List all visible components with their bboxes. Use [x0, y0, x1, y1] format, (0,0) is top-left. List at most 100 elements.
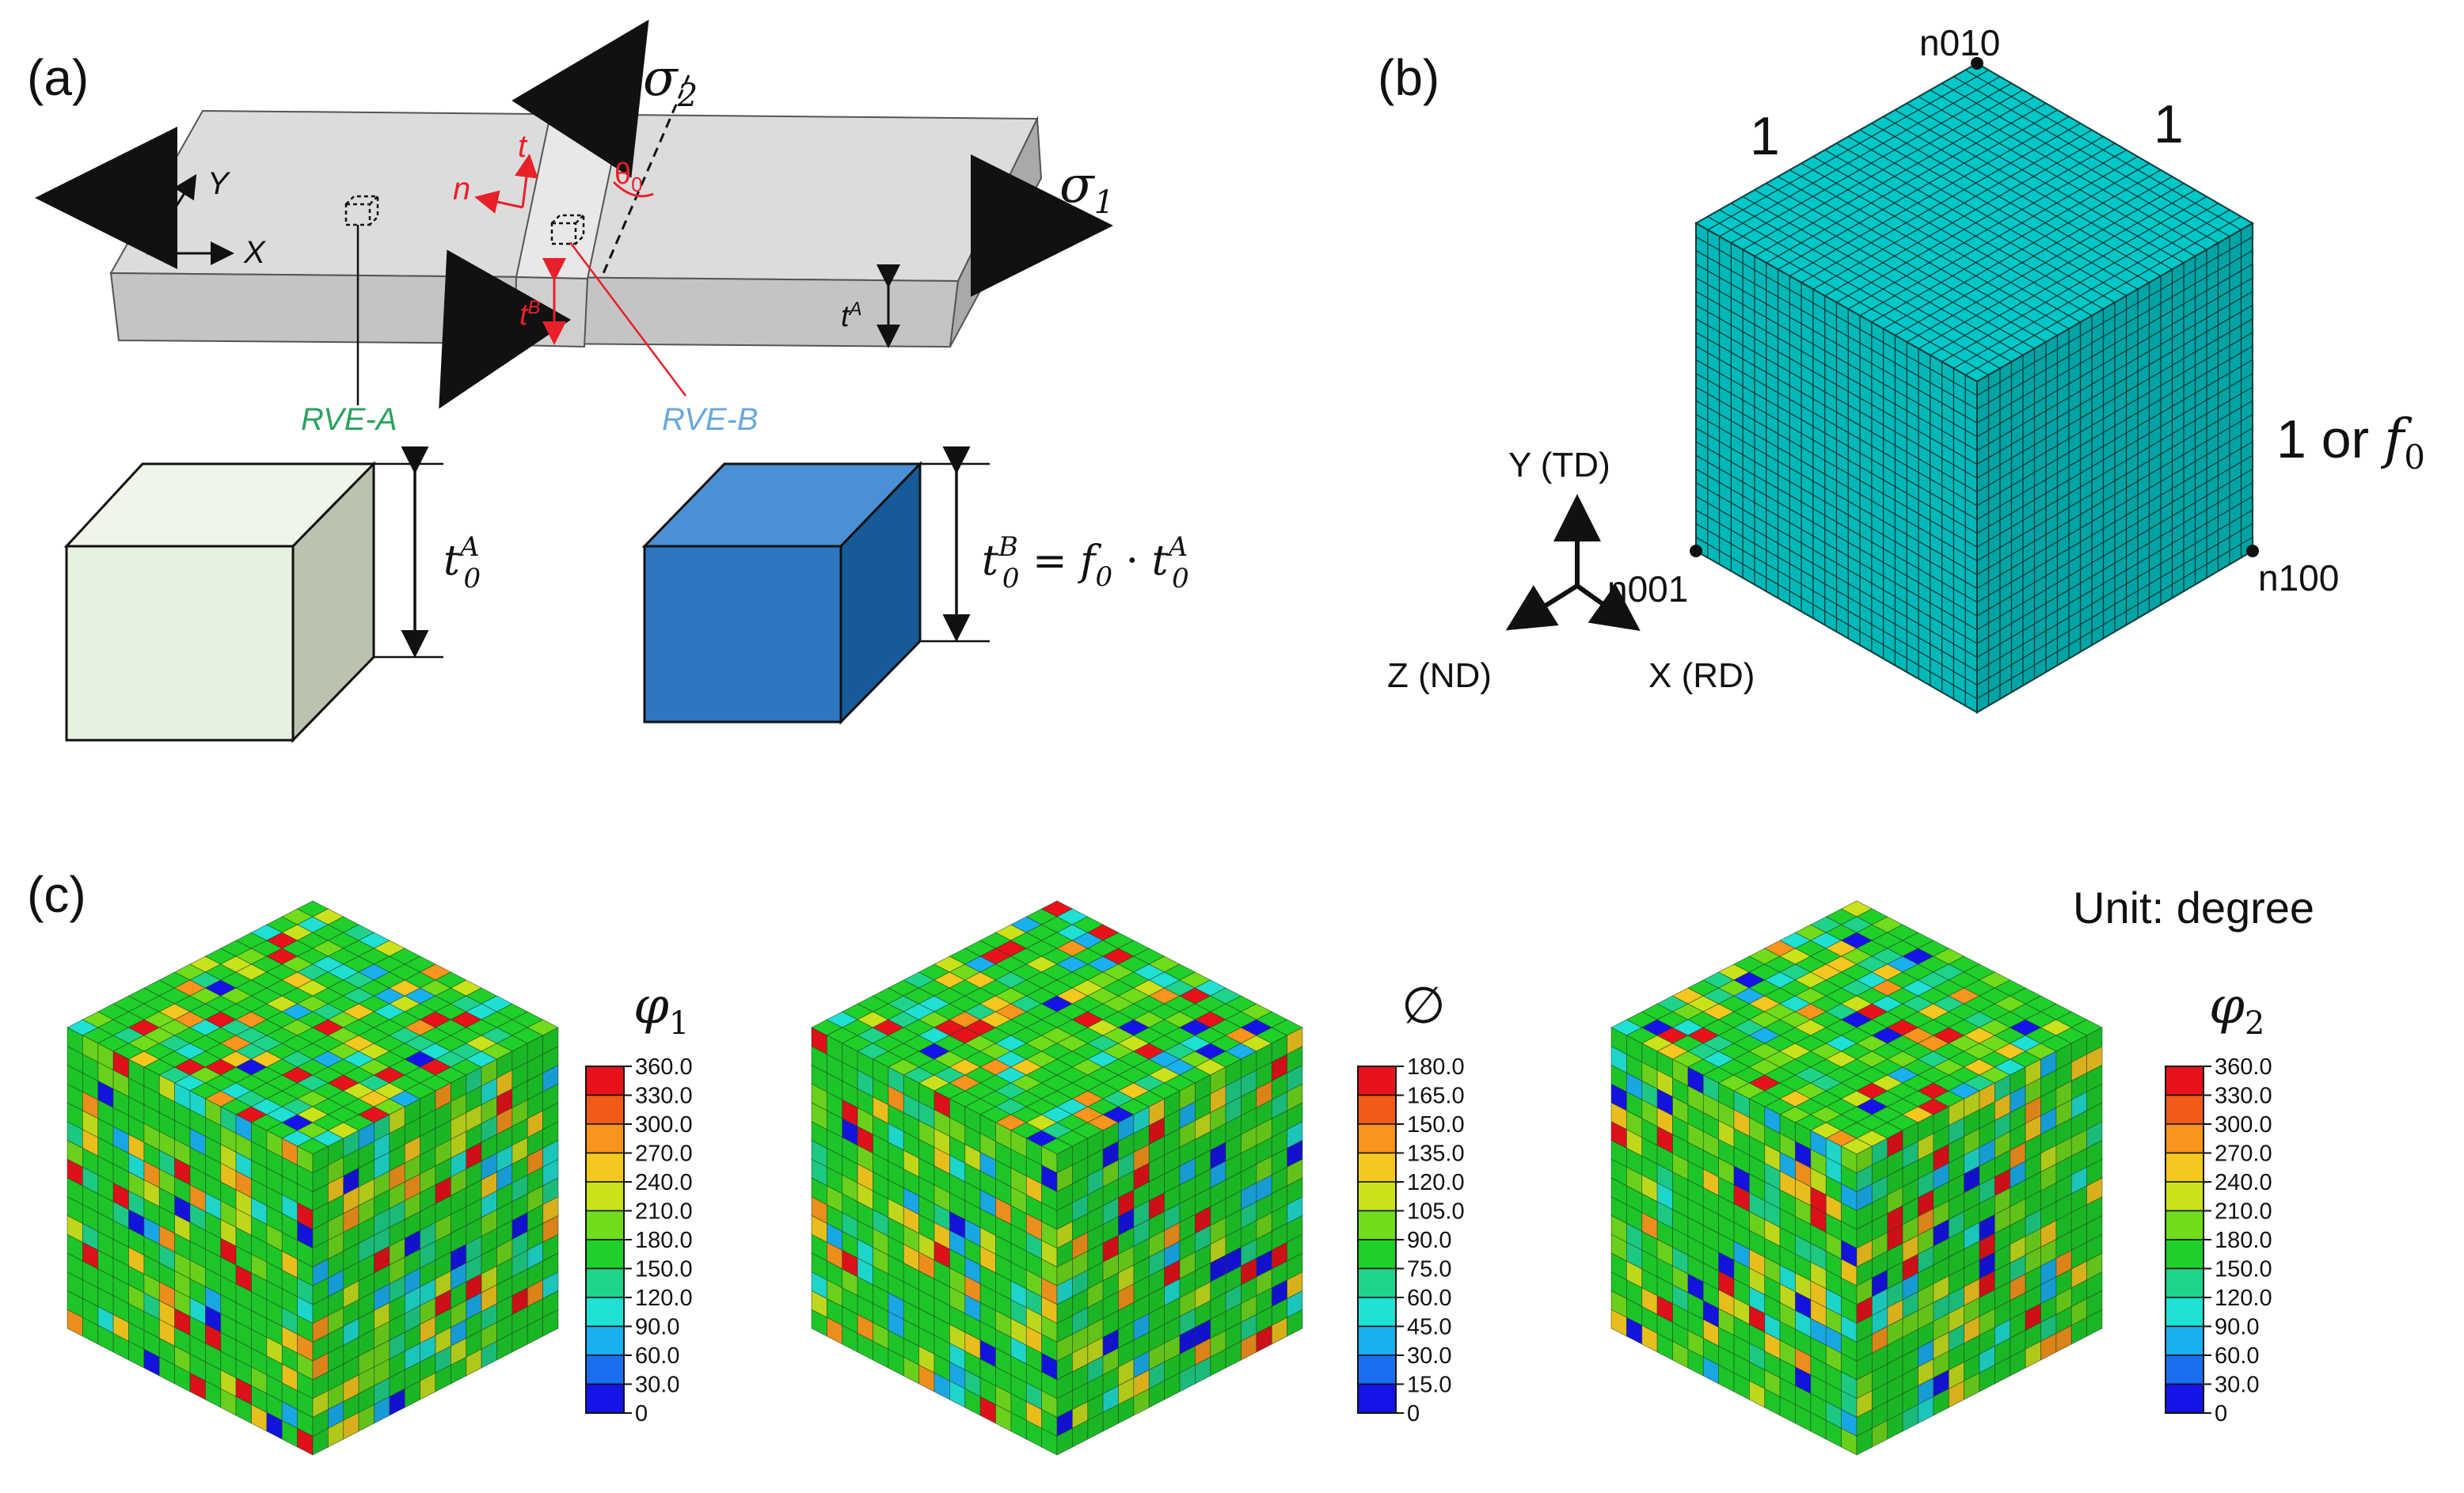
local-n-arrow — [474, 190, 523, 214]
panel-c: (c) Unit: degree φ1 360.0330.0300.0270.0… — [27, 866, 2314, 1456]
edge-right-label: 1 — [2154, 94, 2184, 154]
axis-y-arrow — [145, 173, 197, 254]
colorbar-tick-label: 240.0 — [635, 1170, 693, 1195]
colorbar-tick-label: 210.0 — [2215, 1199, 2272, 1225]
tA-label: tA — [841, 298, 862, 333]
edge-left-label: 1 — [1750, 106, 1780, 166]
colorbar-swatch — [585, 1210, 625, 1240]
node-n100-dot — [2246, 545, 2259, 557]
colorbar-swatch — [2165, 1297, 2204, 1328]
cubeC3-right-face — [1856, 1027, 2103, 1456]
colorbar-tick-label: 60.0 — [635, 1343, 679, 1369]
colorbar-tick-label: 30.0 — [1407, 1343, 1451, 1369]
colorbar-tick-label: 60.0 — [2215, 1343, 2259, 1369]
load-arrow-top — [511, 19, 649, 178]
colorbar-swatch — [585, 1297, 625, 1328]
colorbar-tick-label: 0 — [1407, 1401, 1420, 1427]
node-n010-dot — [1971, 57, 1983, 70]
colorbar-tick-label: 60.0 — [1407, 1286, 1451, 1311]
colorbar-swatch — [585, 1152, 625, 1183]
colorbar-swatch — [585, 1383, 625, 1414]
cubeC1-left-face — [67, 1027, 314, 1456]
colorbar-swatch — [2165, 1181, 2204, 1212]
rve-a-label: RVE-A — [301, 402, 397, 437]
mesh-cube — [1694, 62, 2254, 714]
colorbar-swatch — [1357, 1383, 1397, 1414]
colorbar-tick-label: 0 — [635, 1401, 648, 1427]
local-n-label: n — [453, 172, 470, 207]
colorbar-swatch — [1357, 1210, 1397, 1240]
legend-phi1: φ1 360.0330.0300.0270.0240.0210.0180.015… — [585, 977, 693, 1427]
legend-phi2: φ2 360.0330.0300.0270.0240.0210.0180.015… — [2165, 977, 2272, 1427]
colorbar-tick-label: 120.0 — [635, 1286, 693, 1311]
colorbar-swatch — [2165, 1325, 2204, 1356]
rve-b-box-front — [643, 545, 842, 724]
colorbar-swatch — [2165, 1383, 2204, 1414]
colorbar-tick-label: 300.0 — [635, 1112, 693, 1138]
legend-phi: ∅ 180.0165.0150.0135.0120.0105.090.075.0… — [1357, 977, 1465, 1427]
colorbar-swatch — [585, 1066, 625, 1096]
colorbar-tick-label: 150.0 — [1407, 1112, 1465, 1138]
colorbar-swatch — [2165, 1152, 2204, 1183]
local-t-arrow — [515, 154, 538, 208]
colorbar-tick-label: 0 — [2215, 1401, 2227, 1427]
colorbar-swatch — [1357, 1123, 1397, 1154]
tB-label: tB — [519, 297, 541, 332]
node-n010-label: n010 — [1919, 22, 2000, 63]
local-t-label: t — [518, 129, 528, 164]
colorbar-swatch — [1357, 1325, 1397, 1356]
axis-x-label: X — [243, 235, 266, 270]
colorbar-swatch — [1357, 1094, 1397, 1125]
colorbar-tick-label: 360.0 — [2215, 1054, 2272, 1080]
euler-cube-phi2 — [1610, 900, 2103, 1456]
theta-label: θ0 — [614, 158, 643, 196]
legend-phi2-title: φ2 — [2209, 977, 2264, 1042]
colorbar-tick-label: 300.0 — [2215, 1112, 2272, 1138]
colorbar-phi2: 360.0330.0300.0270.0240.0210.0180.0150.0… — [2165, 1054, 2272, 1427]
cubeC1-top-face — [67, 900, 559, 1155]
colorbar-swatch — [1357, 1152, 1397, 1183]
rve-b-marker — [550, 214, 585, 245]
node-n100-label: n100 — [2258, 557, 2339, 598]
rve-b-label: RVE-B — [662, 402, 759, 437]
colorbar-tick-label: 120.0 — [1407, 1170, 1465, 1195]
colorbar-swatch — [1357, 1354, 1397, 1385]
colorbar-tick-label: 90.0 — [2215, 1315, 2259, 1340]
colorbar-swatch — [585, 1267, 625, 1298]
theta-arc — [612, 180, 654, 198]
colorbar-swatch — [585, 1239, 625, 1270]
colorbar-swatch — [2165, 1123, 2204, 1154]
rve-a-marker — [344, 195, 379, 226]
colorbar-tick-label: 30.0 — [635, 1373, 679, 1398]
cubeC2-top-face — [811, 900, 1303, 1155]
colorbar-tick-label: 180.0 — [635, 1228, 693, 1253]
triad-y-label: Y (TD) — [1508, 446, 1610, 484]
colorbar-swatch — [1357, 1239, 1397, 1270]
colorbar-tick-label: 180.0 — [1407, 1054, 1465, 1080]
rve-a-box-front — [65, 545, 295, 742]
colorbar-tick-label: 120.0 — [2215, 1286, 2272, 1311]
colorbar-tick-label: 270.0 — [635, 1142, 693, 1167]
colorbar-tick-label: 150.0 — [2215, 1257, 2272, 1282]
band-direction-line — [600, 74, 690, 278]
colorbar-swatch — [2165, 1066, 2204, 1096]
panel-a-label: (a) — [27, 49, 89, 106]
panel-a: (a) σ1 σ2 Y X n t θ0 — [27, 19, 1189, 743]
colorbar-swatch — [2165, 1354, 2204, 1385]
edge-side-label: 1 or f0 — [2276, 408, 2425, 477]
colorbar-tick-label: 330.0 — [635, 1084, 693, 1109]
colorbar-tick-label: 165.0 — [1407, 1084, 1465, 1109]
triad-z-label: Z (ND) — [1387, 656, 1492, 695]
colorbar-swatch — [1357, 1181, 1397, 1212]
colorbar-tick-label: 240.0 — [2215, 1170, 2272, 1195]
colorbar-swatch — [2165, 1239, 2204, 1270]
panel-b: (b) n010 n001 n100 1 1 1 or f0 Y (TD) Z … — [1378, 22, 2425, 714]
euler-cube-phi1 — [67, 900, 559, 1456]
colorbar-swatch — [585, 1123, 625, 1154]
colorbar-swatch — [1357, 1267, 1397, 1298]
colorbar-tick-label: 210.0 — [635, 1199, 693, 1225]
node-n001-dot — [1690, 545, 1702, 557]
